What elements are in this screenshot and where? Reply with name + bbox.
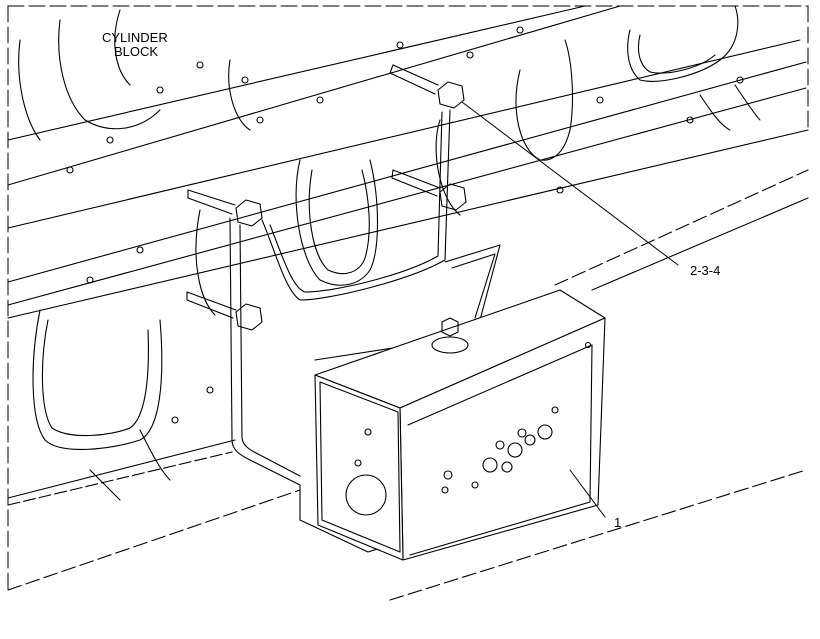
frame-border (7, 5, 809, 591)
leader-lines (461, 101, 679, 518)
hex-nut (235, 81, 467, 331)
callout-box: 1 (614, 515, 621, 530)
enclosure-box (314, 289, 606, 561)
stud-bolt (186, 64, 441, 319)
label-cylinder-block-line1: CYLINDER (102, 30, 168, 45)
label-cylinder-block-line2: BLOCK (114, 44, 158, 59)
callout-fasteners: 2-3-4 (690, 263, 720, 278)
cylinder-block (7, 5, 809, 601)
